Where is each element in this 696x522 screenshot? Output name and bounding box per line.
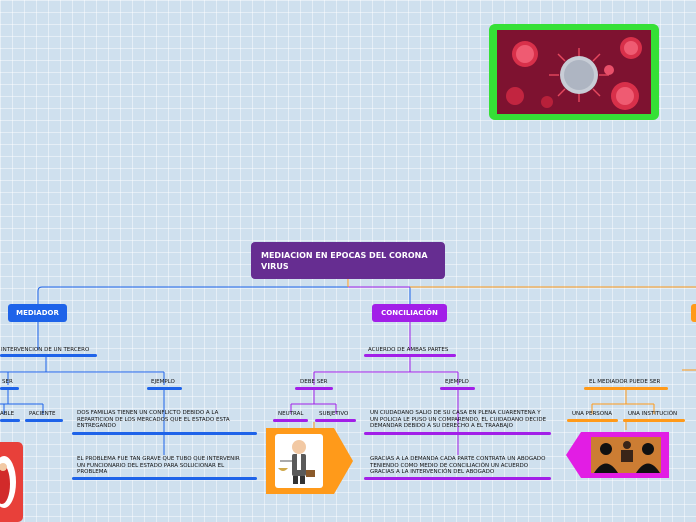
- una-persona-label: UNA PERSONA: [572, 411, 612, 417]
- third-branch-node[interactable]: [691, 304, 696, 322]
- debe-ser-underline: [295, 387, 333, 390]
- subjetivo-label: SUBJETIVO: [319, 411, 349, 417]
- able-underline: [0, 419, 20, 422]
- virus-illustration: [497, 30, 651, 114]
- puede-ser-underline: [584, 387, 668, 390]
- conciliacion-ejemplo-text-1: UN CIUDADANO SALIO DE SU CASA EN PLENA C…: [370, 410, 547, 429]
- mediador-ejemplo-text-1-underline: [72, 432, 257, 435]
- neutral-label: NEUTRAL: [278, 411, 304, 417]
- mediador-ejemplo-label: EJEMPLO: [151, 379, 175, 385]
- paciente-underline: [25, 419, 63, 422]
- coronavirus-image: [489, 24, 659, 120]
- judge-scales-image: [266, 428, 353, 494]
- intervencion-label: INTERVENCION DE UN TERCERO: [1, 347, 90, 353]
- red-figure-illustration: [0, 456, 16, 508]
- conciliacion-ejemplo-text-1-underline: [364, 432, 551, 435]
- mediador-ejemplo-underline: [147, 387, 182, 390]
- mediador-ejemplo-text-1: DOS FAMILIAS TIENEN UN CONFLICTO DEBIDO …: [77, 410, 230, 429]
- conciliacion-node[interactable]: CONCILIACIÓN: [372, 304, 447, 322]
- conciliacion-ejemplo-text-2-underline: [364, 477, 551, 480]
- mediador-ejemplo-text-2: EL PROBLEMA FUE TAN GRAVE QUE TUBO QUE I…: [77, 456, 240, 475]
- puede-ser-label: EL MEDIADOR PUEDE SER: [589, 379, 661, 385]
- una-institucion-label: UNA INSTITUCIÓN: [628, 411, 678, 417]
- neutral-underline: [273, 419, 308, 422]
- conciliacion-ejemplo-text-2: GRACIAS A LA DEMANDA CADA PARTE CONTRATA…: [370, 456, 546, 475]
- una-persona-underline: [567, 419, 618, 422]
- paciente-label: PACIENTE: [29, 411, 56, 417]
- mediation-meeting-image: [566, 432, 669, 478]
- debe-ser-label: DEBE SER: [300, 379, 328, 385]
- mediador-node[interactable]: MEDIADOR: [8, 304, 67, 322]
- conciliacion-ejemplo-label: EJEMPLO: [445, 379, 469, 385]
- una-institucion-underline: [623, 419, 685, 422]
- central-topic[interactable]: MEDIACION EN EPOCAS DEL CORONA VIRUS: [251, 242, 445, 279]
- conciliacion-ejemplo-underline: [440, 387, 475, 390]
- red-figure-image: [0, 442, 23, 522]
- ser-label: SER: [2, 379, 13, 385]
- acuerdo-label: ACUERDO DE AMBAS PARTES: [368, 347, 449, 353]
- subjetivo-underline: [315, 419, 356, 422]
- ser-underline: [0, 387, 19, 390]
- intervencion-underline: [0, 354, 97, 357]
- acuerdo-underline: [364, 354, 456, 357]
- mediador-ejemplo-text-2-underline: [72, 477, 257, 480]
- able-label: ABLE: [0, 411, 15, 417]
